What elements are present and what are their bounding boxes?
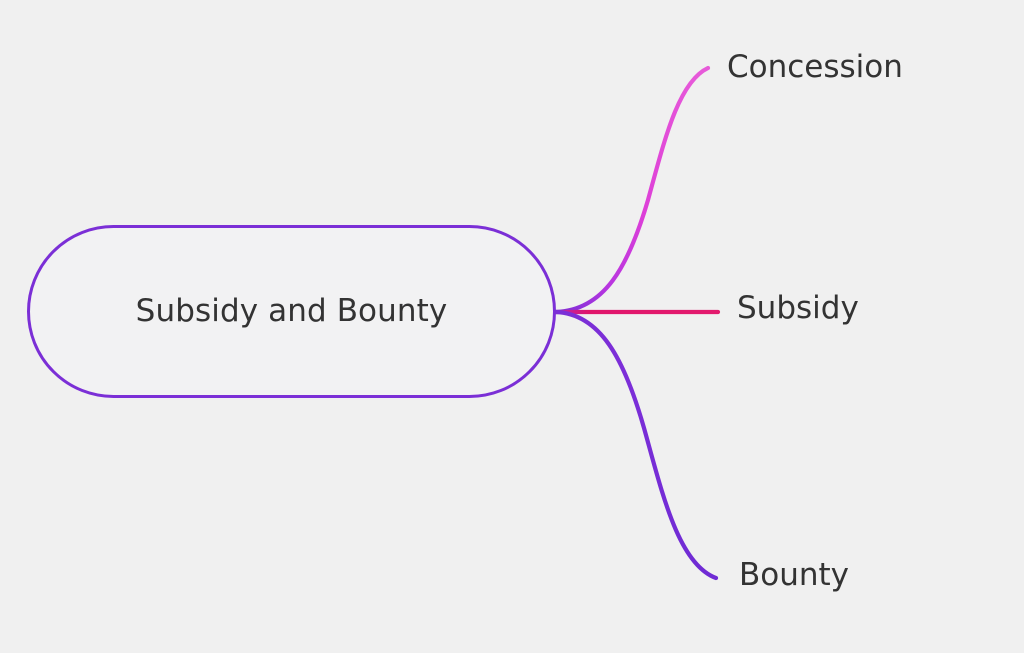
branch-line-bounty (553, 309, 719, 581)
branch-label-subsidy[interactable]: Subsidy (737, 290, 859, 326)
branch-line-concession (553, 65, 711, 315)
branch-label-bounty[interactable]: Bounty (739, 557, 850, 593)
root-node[interactable]: Subsidy and Bounty (27, 225, 556, 398)
root-node-label: Subsidy and Bounty (135, 293, 448, 329)
branch-label-concession[interactable]: Concession (727, 49, 903, 85)
